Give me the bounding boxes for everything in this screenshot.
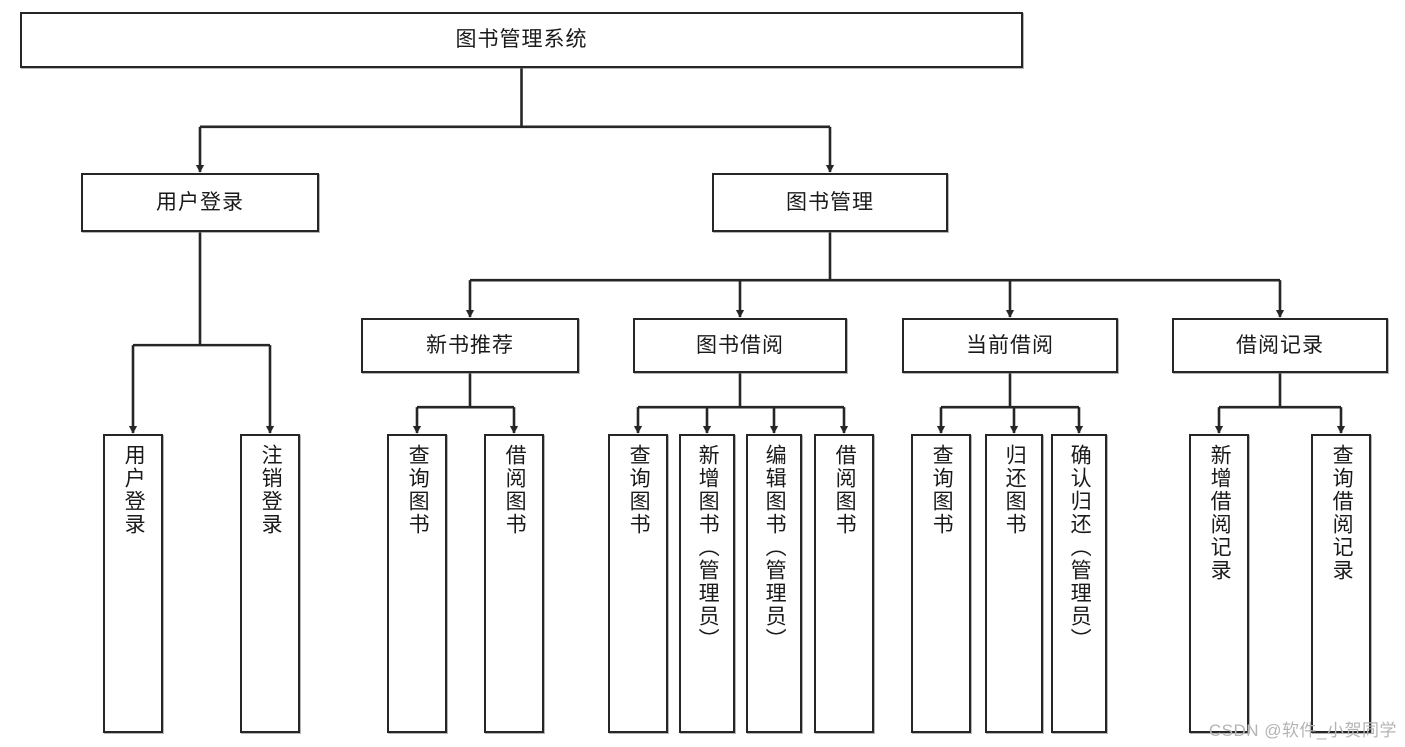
node-label: 注销登录: [259, 444, 283, 536]
node-new_book_rec[interactable]: 新书推荐: [361, 318, 579, 373]
node-label: 确认归还（管理员）: [1068, 444, 1092, 651]
node-leaf_add_rec[interactable]: 新增借阅记录: [1189, 434, 1249, 733]
node-label: 归还图书: [1003, 444, 1027, 536]
node-label: 当前借阅: [966, 333, 1054, 357]
node-root[interactable]: 图书管理系统: [20, 12, 1023, 68]
node-label: 新增图书（管理员）: [696, 444, 720, 651]
csdn-watermark: CSDN @软件_小贺同学: [1208, 721, 1397, 740]
node-label: 查询图书: [406, 444, 430, 536]
node-label: 用户登录: [156, 190, 244, 214]
node-label: 借阅图书: [503, 444, 527, 536]
node-label: 图书管理: [786, 190, 874, 214]
node-leaf_query3[interactable]: 查询图书: [911, 434, 971, 733]
node-leaf_add_book[interactable]: 新增图书（管理员）: [679, 434, 735, 733]
node-leaf_query2[interactable]: 查询图书: [608, 434, 668, 733]
node-book_manage[interactable]: 图书管理: [712, 173, 948, 232]
node-leaf_logout[interactable]: 注销登录: [240, 434, 300, 733]
node-leaf_login[interactable]: 用户登录: [103, 434, 163, 733]
node-leaf_borrow2[interactable]: 借阅图书: [814, 434, 874, 733]
node-label: 查询图书: [930, 444, 954, 536]
node-leaf_borrow1[interactable]: 借阅图书: [484, 434, 544, 733]
node-label: 图书借阅: [696, 333, 784, 357]
node-leaf_edit_book[interactable]: 编辑图书（管理员）: [746, 434, 802, 733]
node-label: 图书管理系统: [455, 28, 588, 52]
node-label: 查询借阅记录: [1330, 444, 1354, 582]
node-label: 编辑图书（管理员）: [763, 444, 787, 651]
node-user_login[interactable]: 用户登录: [81, 173, 319, 232]
node-leaf_return[interactable]: 归还图书: [985, 434, 1043, 733]
node-borrow_record[interactable]: 借阅记录: [1172, 318, 1388, 373]
node-label: 借阅记录: [1236, 333, 1324, 357]
node-book_borrow[interactable]: 图书借阅: [633, 318, 847, 373]
node-current_borrow[interactable]: 当前借阅: [902, 318, 1118, 373]
node-label: 借阅图书: [833, 444, 857, 536]
node-label: 新书推荐: [426, 333, 514, 357]
node-leaf_query_rec[interactable]: 查询借阅记录: [1311, 434, 1371, 733]
node-leaf_query1[interactable]: 查询图书: [387, 434, 447, 733]
node-label: 用户登录: [122, 444, 146, 536]
node-label: 新增借阅记录: [1208, 444, 1232, 582]
node-leaf_confirm[interactable]: 确认归还（管理员）: [1051, 434, 1107, 733]
node-label: 查询图书: [627, 444, 651, 536]
